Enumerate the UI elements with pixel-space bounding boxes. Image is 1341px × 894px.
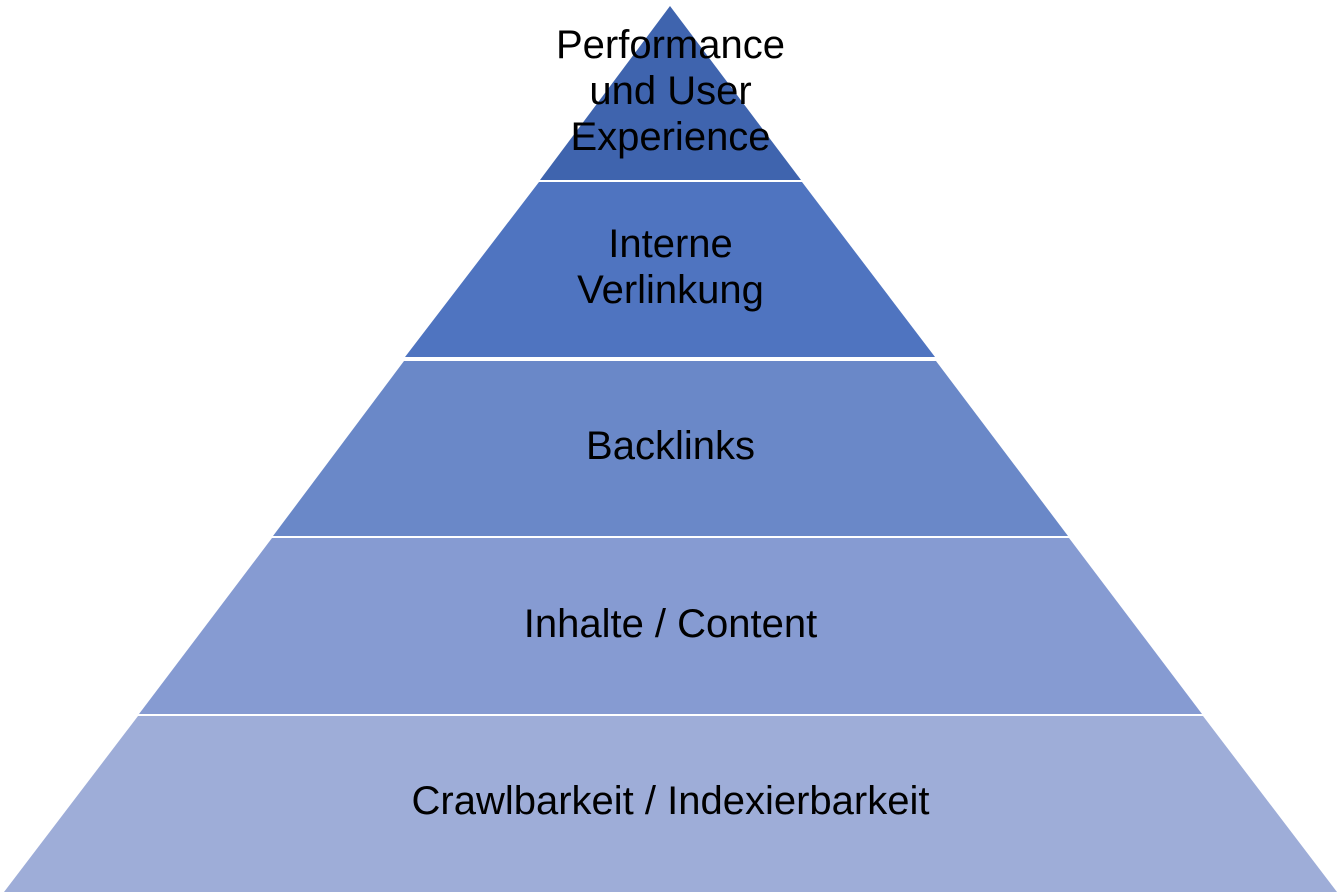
pyramid-level-5-label: Crawlbarkeit / Indexierbarkeit xyxy=(411,779,930,823)
pyramid-level-5-shape xyxy=(4,716,1337,892)
pyramid-level-4-shape xyxy=(139,538,1202,714)
pyramid-level-2-shape xyxy=(405,182,935,357)
pyramid-level-1-shape xyxy=(540,6,801,180)
pyramid-level-3-label: Backlinks xyxy=(586,424,755,468)
pyramid-level-3-shape xyxy=(273,361,1068,536)
pyramid-level-2-label: Interne Verlinkung xyxy=(577,222,764,312)
pyramid-level-1-label: Performance und User Experience xyxy=(556,23,785,159)
pyramid-level-4-label: Inhalte / Content xyxy=(523,602,818,646)
